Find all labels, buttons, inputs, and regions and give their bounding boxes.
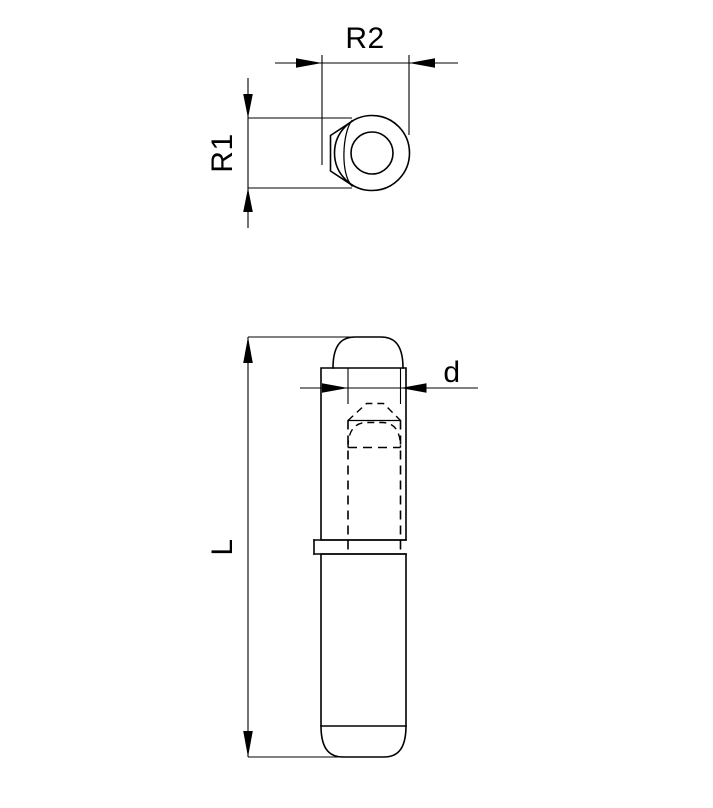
- elevation-upper-barrel: [320, 367, 407, 541]
- hidden-pin-head-arc: [347, 421, 402, 448]
- top-view-wedge-crease: [343, 119, 353, 187]
- l-arrow-bottom: [243, 731, 253, 757]
- front-elevation: d L: [206, 336, 478, 758]
- elevation-hidden-pin: [347, 402, 402, 554]
- top-view-outer-circle: [333, 114, 411, 192]
- dimension-label-r2: R2: [345, 22, 384, 55]
- dimension-label-d: d: [443, 356, 460, 389]
- dimension-label-l: L: [206, 538, 239, 555]
- dimension-r2: R2: [275, 22, 458, 165]
- elevation-lower-barrel: [320, 553, 407, 727]
- r1-arrow-bottom: [243, 188, 253, 212]
- d-arrow-right: [400, 383, 427, 393]
- top-view-wedge-outline: [329, 119, 354, 187]
- hidden-pin-chamfer: [347, 402, 401, 422]
- top-view: R2 R1: [206, 22, 458, 228]
- dimension-r1: R1: [206, 78, 352, 228]
- d-arrow-left: [322, 383, 348, 393]
- elevation-bottom-dome: [320, 725, 407, 758]
- top-view-bore-circle: [350, 131, 394, 175]
- r2-arrow-left: [296, 58, 322, 68]
- r1-arrow-top: [243, 94, 253, 118]
- dimension-l: L: [206, 336, 360, 758]
- dimension-d: d: [300, 356, 478, 404]
- dimension-label-r1: R1: [206, 133, 239, 172]
- r2-arrow-right: [409, 58, 435, 68]
- l-arrow-top: [243, 337, 253, 363]
- elevation-top-dome: [332, 336, 404, 369]
